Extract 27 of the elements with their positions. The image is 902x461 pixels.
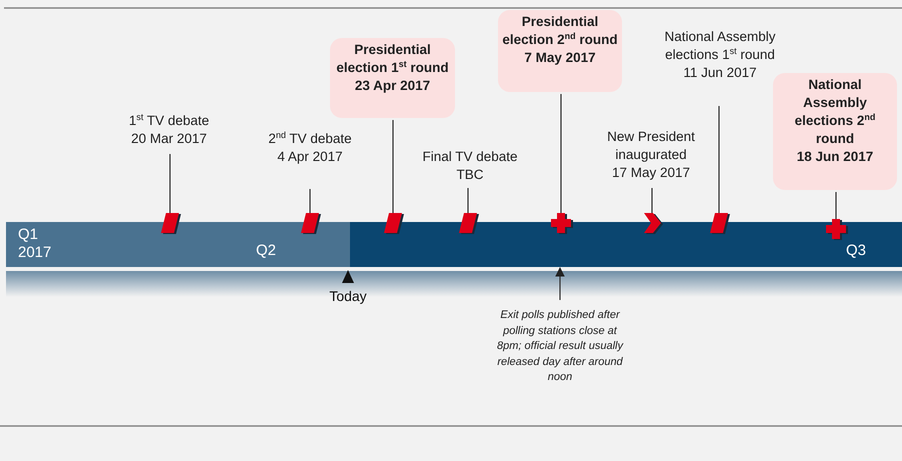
event-label: 2$^{nd}$ TV debate <box>267 130 353 148</box>
leader-line <box>718 106 720 213</box>
event-label: 1$^{st}$ TV debate <box>128 112 210 130</box>
quarter-label: Q1 2017 <box>18 226 52 262</box>
event-box: Presidential election 1$^{st}$ round 23 Apr 2017 <box>330 38 455 118</box>
event-box: Presidential election 2$^{nd}$ round 7 May 2017 <box>498 10 622 92</box>
leader-line <box>169 154 171 213</box>
event-date: TBC <box>456 166 484 184</box>
event-date: 11 Jun 2017 <box>682 64 758 82</box>
leader-line <box>651 188 653 213</box>
arrow <box>555 267 565 300</box>
today-label: Today <box>328 288 368 304</box>
leader-line <box>309 189 311 213</box>
leader-line <box>560 94 562 213</box>
event-label: National Assembly elections 1$^{st}$ round <box>663 28 777 64</box>
leader-line <box>467 188 469 213</box>
event-box: National Assembly elections 2$^{nd}$ round 18 Jun 2017 <box>773 73 897 190</box>
event-date: 20 Mar 2017 <box>130 130 208 148</box>
event-date: 4 Apr 2017 <box>276 148 344 166</box>
quarter-label: Q2 <box>256 242 276 260</box>
event-label: New President inaugurated <box>606 128 696 164</box>
quarter-label: Q3 <box>846 242 866 260</box>
event-date: 17 May 2017 <box>610 164 692 182</box>
leader-line <box>392 120 394 213</box>
note-text: Exit polls published after polling stations close at 8pm; official result usually released day after around noon <box>496 308 624 385</box>
event-label: Final TV debate <box>421 148 519 166</box>
leader-line <box>835 192 837 219</box>
